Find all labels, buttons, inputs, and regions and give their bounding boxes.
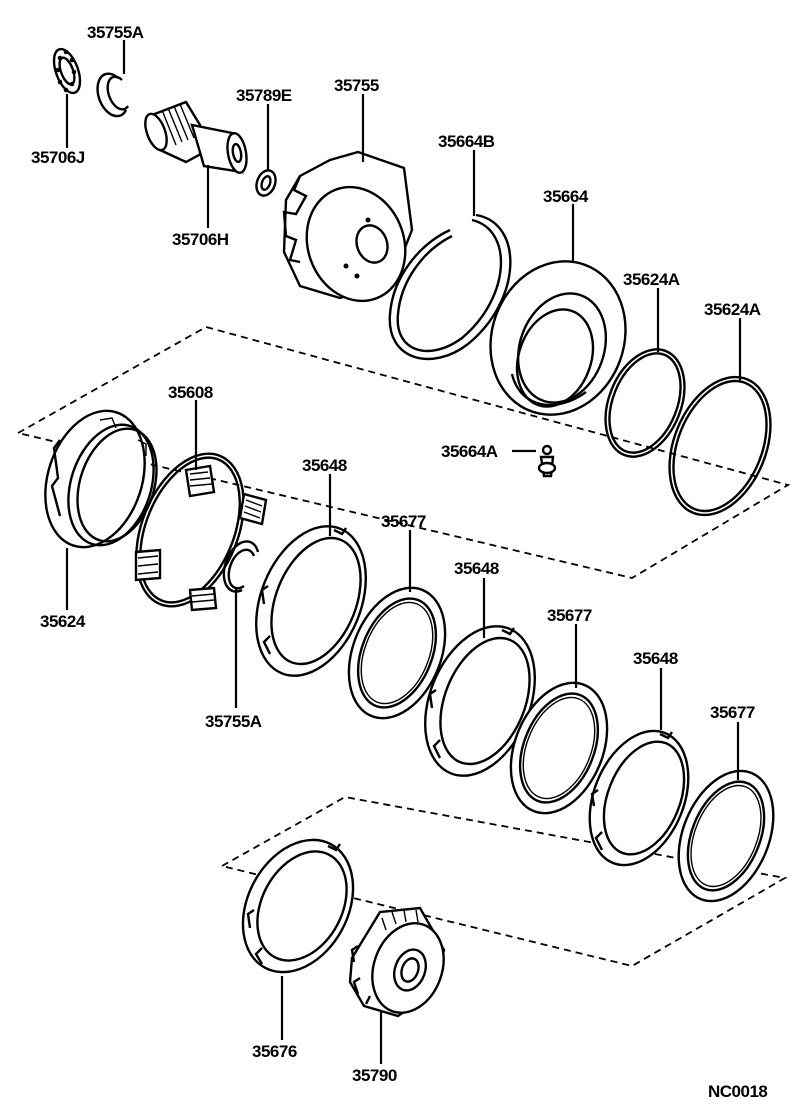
part-35706H-shaft <box>144 100 248 174</box>
part-35624A-oring-large <box>668 375 772 517</box>
group-boundary-upper <box>15 326 791 579</box>
label-35648-3: 35648 <box>633 649 678 668</box>
part-labels: 35755A 35706J 35789E 35755 35706H 35664B… <box>31 23 768 1101</box>
label-35789E: 35789E <box>236 86 292 105</box>
group-boundary-lower <box>219 796 788 967</box>
leader-lines <box>65 40 742 1064</box>
part-35664A-bolt <box>537 444 557 478</box>
label-35648-2: 35648 <box>454 559 499 578</box>
part-35789E-washer <box>255 169 277 197</box>
part-35755A-snap-ring-top <box>96 72 130 118</box>
part-35648-plate-3 <box>588 729 690 867</box>
label-35706J: 35706J <box>31 148 85 167</box>
part-35755-clutch-drum <box>282 150 414 303</box>
part-35624A-oring-small <box>604 348 686 458</box>
part-35664-piston <box>489 260 627 416</box>
label-35677-2: 35677 <box>547 606 592 625</box>
label-35755A-top: 35755A <box>87 23 144 42</box>
part-35664B-snap-ring <box>388 213 512 361</box>
label-35608: 35608 <box>168 383 213 402</box>
part-35648-plate-1 <box>255 525 367 677</box>
part-35676-plate <box>241 838 355 974</box>
label-35755: 35755 <box>334 76 379 95</box>
part-35706J-bearing <box>52 47 82 95</box>
label-35664: 35664 <box>543 187 589 206</box>
part-35677-disc-3 <box>677 769 775 903</box>
label-35648-1: 35648 <box>302 456 347 475</box>
label-35664A: 35664A <box>441 442 498 461</box>
diagram-code: NC0018 <box>708 1082 767 1101</box>
label-35624A-2: 35624A <box>704 300 761 319</box>
part-35790-hub <box>348 906 446 1018</box>
part-35677-disc-2 <box>509 681 609 815</box>
label-35677-3: 35677 <box>710 703 755 722</box>
label-35664B: 35664B <box>438 132 495 151</box>
label-35676: 35676 <box>252 1042 297 1061</box>
label-35790: 35790 <box>352 1066 397 1085</box>
part-35677-disc-1 <box>347 586 447 720</box>
label-35624A-1: 35624A <box>623 270 680 289</box>
label-35677-1: 35677 <box>381 512 426 531</box>
label-35755A-bottom: 35755A <box>205 712 262 731</box>
part-35608-return-spring <box>134 452 268 612</box>
label-35706H: 35706H <box>172 230 229 249</box>
label-35624: 35624 <box>40 612 86 631</box>
part-35624-drum <box>44 409 158 549</box>
